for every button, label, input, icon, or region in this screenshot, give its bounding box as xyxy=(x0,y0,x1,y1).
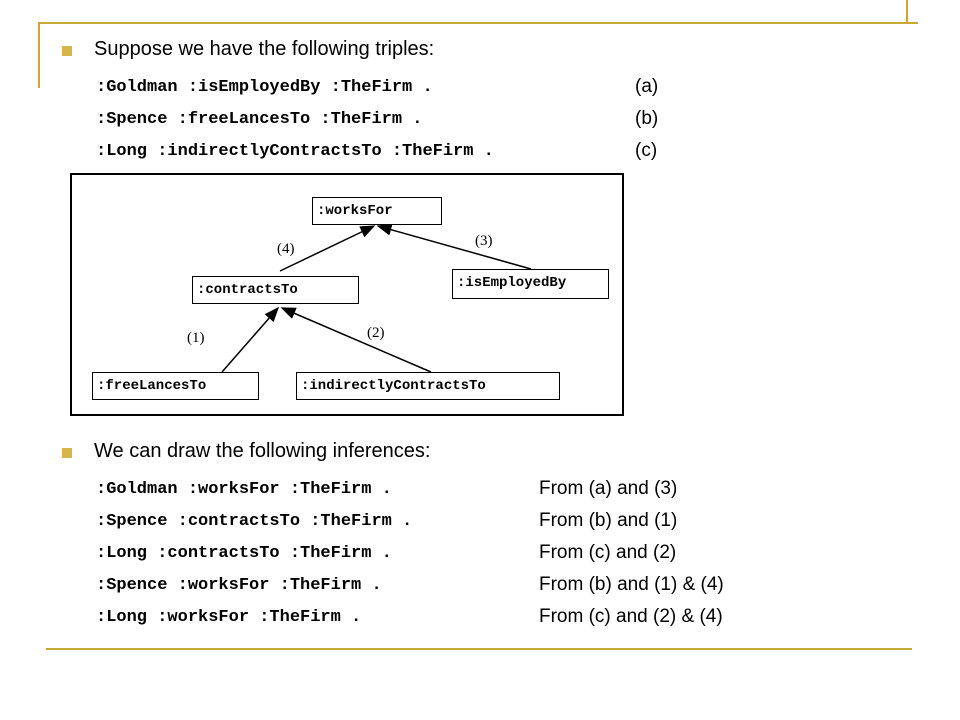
inference-4-source: From (b) and (1) & (4) xyxy=(539,574,724,595)
bullet-square-icon xyxy=(62,46,72,56)
inference-2-source: From (b) and (1) xyxy=(539,510,678,531)
diagram-arrows xyxy=(221,223,532,373)
node-isemployedby: :isEmployedBy xyxy=(452,269,609,299)
inference-3: :Long :contractsTo :TheFirm . xyxy=(96,544,392,563)
edge-contracts-to-worksfor xyxy=(279,225,376,272)
triple-a-tag: (a) xyxy=(635,76,659,97)
inference-1: :Goldman :worksFor :TheFirm . xyxy=(96,480,392,499)
triple-c-tag: (c) xyxy=(635,140,658,161)
edge-freelances-to-contracts xyxy=(221,306,279,373)
edge-label-1: (1) xyxy=(187,330,205,346)
property-hierarchy-diagram: :worksFor :contractsTo :isEmployedBy :fr… xyxy=(70,173,624,416)
node-worksfor: :worksFor xyxy=(312,197,442,225)
inference-2: :Spence :contractsTo :TheFirm . xyxy=(96,512,413,531)
node-freelancesto: :freeLancesTo xyxy=(92,372,259,400)
section2-heading: We can draw the following inferences: xyxy=(94,440,431,462)
triple-a: :Goldman :isEmployedBy :TheFirm . xyxy=(96,78,433,97)
section1-heading: Suppose we have the following triples: xyxy=(94,38,435,60)
right-rule xyxy=(906,0,908,24)
edge-label-3: (3) xyxy=(475,233,493,249)
inference-5: :Long :worksFor :TheFirm . xyxy=(96,608,362,627)
edge-employed-to-worksfor xyxy=(376,223,532,270)
edge-label-2: (2) xyxy=(367,325,385,341)
left-rule xyxy=(38,22,40,88)
edge-indirectly-to-contracts xyxy=(280,307,432,373)
inference-3-source: From (c) and (2) xyxy=(539,542,677,563)
bullet-square-icon xyxy=(62,448,72,458)
inference-1-source: From (a) and (3) xyxy=(539,478,678,499)
inference-5-source: From (c) and (2) & (4) xyxy=(539,606,723,627)
top-rule xyxy=(38,22,918,24)
triple-b: :Spence :freeLancesTo :TheFirm . xyxy=(96,110,423,129)
edge-label-4: (4) xyxy=(277,241,295,257)
triple-c: :Long :indirectlyContractsTo :TheFirm . xyxy=(96,142,494,161)
node-contractsto: :contractsTo xyxy=(192,276,359,304)
bottom-rule xyxy=(46,648,912,650)
inference-4: :Spence :worksFor :TheFirm . xyxy=(96,576,382,595)
node-indirectlycontractsto: :indirectlyContractsTo xyxy=(296,372,560,400)
triple-b-tag: (b) xyxy=(635,108,659,129)
